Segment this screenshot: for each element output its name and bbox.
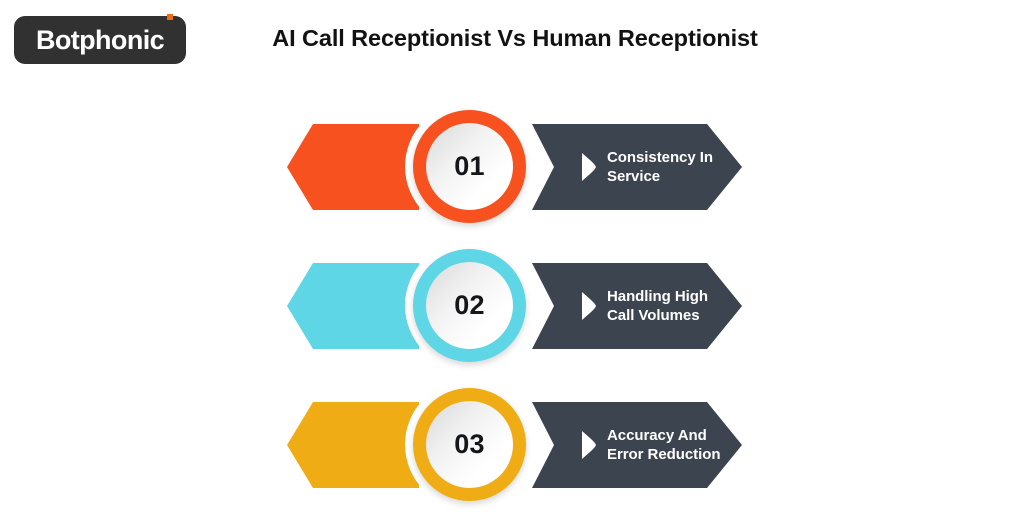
play-triangle-icon xyxy=(582,431,596,459)
infographic-row: 02 Handling High Call Volumes xyxy=(0,235,1030,374)
row-banner-label: Consistency In Service xyxy=(607,148,713,185)
play-triangle-icon xyxy=(582,153,596,181)
row-accent-bar xyxy=(287,124,419,210)
brand-logo-text: Botphonic xyxy=(35,24,165,55)
row-number-circle: 01 xyxy=(413,110,526,223)
play-triangle-icon xyxy=(582,292,596,320)
infographic-rows: 01 Consistency In Service 02 xyxy=(0,96,1030,513)
page-title: AI Call Receptionist Vs Human Receptioni… xyxy=(272,25,758,51)
brand-logo: Botphonic xyxy=(14,14,186,64)
row-number-circle: 02 xyxy=(413,249,526,362)
row-banner: Consistency In Service xyxy=(532,124,742,210)
row-banner-label: Handling High Call Volumes xyxy=(607,287,709,324)
infographic-row: 03 Accuracy And Error Reduction xyxy=(0,374,1030,513)
row-number-label: 02 xyxy=(454,290,485,320)
row-banner: Handling High Call Volumes xyxy=(532,263,742,349)
logo-i-dot-icon xyxy=(166,14,173,20)
row-number-circle: 03 xyxy=(413,388,526,501)
row-number-label: 01 xyxy=(454,151,485,181)
row-number-label: 03 xyxy=(454,429,485,459)
row-accent-bar xyxy=(287,402,419,488)
row-banner-label: Accuracy And Error Reduction xyxy=(607,426,721,463)
row-accent-bar xyxy=(287,263,419,349)
row-banner: Accuracy And Error Reduction xyxy=(532,402,742,488)
infographic-row: 01 Consistency In Service xyxy=(0,96,1030,235)
